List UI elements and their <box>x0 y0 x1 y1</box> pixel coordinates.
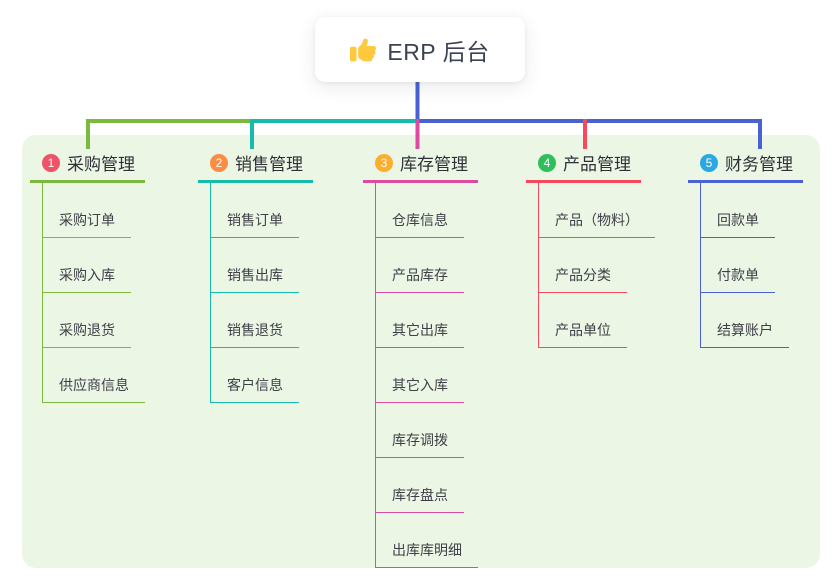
branch-number-badge: 4 <box>538 153 556 172</box>
child-label: 销售订单 <box>227 212 283 228</box>
branch-header[interactable]: 3 库存管理 <box>363 150 478 183</box>
branch-3: 3 库存管理仓库信息产品库存其它出库其它入库库存调拨库存盘点出库库明细 <box>363 150 478 568</box>
child-label: 库存调拨 <box>392 432 448 448</box>
child-label: 仓库信息 <box>392 212 448 228</box>
child-label: 采购订单 <box>59 212 115 228</box>
child-label: 采购入库 <box>59 267 115 283</box>
branch-title: 库存管理 <box>400 155 468 174</box>
child-label: 出库库明细 <box>392 542 462 558</box>
child-item[interactable]: 产品单位 <box>539 293 627 348</box>
child-label: 采购退货 <box>59 322 115 338</box>
child-item[interactable]: 其它出库 <box>376 293 464 348</box>
child-item[interactable]: 采购退货 <box>43 293 131 348</box>
branch-number-badge: 3 <box>375 153 393 172</box>
child-item[interactable]: 付款单 <box>701 238 775 293</box>
branch-4: 4 产品管理产品（物料） 产品分类产品单位 <box>526 150 655 348</box>
child-item[interactable]: 客户信息 <box>211 348 299 403</box>
child-item[interactable]: 其它入库 <box>376 348 464 403</box>
branch-header[interactable]: 4 产品管理 <box>526 150 641 183</box>
child-item[interactable]: 采购入库 <box>43 238 131 293</box>
child-label: 客户信息 <box>227 377 283 393</box>
child-item[interactable]: 仓库信息 <box>376 183 464 238</box>
child-label: 付款单 <box>717 267 759 283</box>
child-label: 产品（物料） <box>555 212 639 228</box>
branch-number-badge: 1 <box>42 153 60 172</box>
child-item[interactable]: 回款单 <box>701 183 775 238</box>
children-list: 采购订单采购入库采购退货供应商信息 <box>42 183 145 403</box>
child-label: 其它入库 <box>392 377 448 393</box>
thumbs-up-icon <box>350 37 377 63</box>
child-label: 其它出库 <box>392 322 448 338</box>
child-item[interactable]: 库存调拨 <box>376 403 464 458</box>
child-item[interactable]: 库存盘点 <box>376 458 464 513</box>
children-list: 仓库信息产品库存其它出库其它入库库存调拨库存盘点出库库明细 <box>375 183 478 568</box>
branch-number-badge: 2 <box>210 153 228 172</box>
branch-5: 5 财务管理回款单付款单结算账户 <box>688 150 803 348</box>
child-label: 销售出库 <box>227 267 283 283</box>
branch-title: 产品管理 <box>563 155 631 174</box>
branch-title: 销售管理 <box>235 155 303 174</box>
child-label: 产品单位 <box>555 322 611 338</box>
root-node[interactable]: ERP 后台 <box>315 17 525 82</box>
child-item[interactable]: 出库库明细 <box>376 513 478 568</box>
branch-header[interactable]: 5 财务管理 <box>688 150 803 183</box>
branch-1: 1 采购管理采购订单采购入库采购退货供应商信息 <box>30 150 145 403</box>
child-item[interactable]: 采购订单 <box>43 183 131 238</box>
child-label: 回款单 <box>717 212 759 228</box>
branch-header[interactable]: 1 采购管理 <box>30 150 145 183</box>
root-title: ERP 后台 <box>387 38 490 65</box>
child-item[interactable]: 产品（物料） <box>539 183 655 238</box>
children-list: 产品（物料） 产品分类产品单位 <box>538 183 655 348</box>
panel-background <box>22 135 820 568</box>
child-label: 销售退货 <box>227 322 283 338</box>
branch-header[interactable]: 2 销售管理 <box>198 150 313 183</box>
child-item[interactable]: 销售出库 <box>211 238 299 293</box>
children-list: 销售订单销售出库销售退货客户信息 <box>210 183 299 403</box>
branch-title: 采购管理 <box>67 155 135 174</box>
child-item[interactable]: 供应商信息 <box>43 348 145 403</box>
branch-2: 2 销售管理销售订单销售出库销售退货客户信息 <box>198 150 313 403</box>
branch-number-badge: 5 <box>700 153 718 172</box>
child-item[interactable]: 结算账户 <box>701 293 789 348</box>
child-label: 产品分类 <box>555 267 611 283</box>
child-label: 库存盘点 <box>392 487 448 503</box>
child-item[interactable]: 销售订单 <box>211 183 299 238</box>
child-label: 产品库存 <box>392 267 448 283</box>
child-item[interactable]: 产品分类 <box>539 238 627 293</box>
child-item[interactable]: 销售退货 <box>211 293 299 348</box>
children-list: 回款单付款单结算账户 <box>700 183 789 348</box>
child-label: 供应商信息 <box>59 377 129 393</box>
child-label: 结算账户 <box>717 322 773 338</box>
branch-title: 财务管理 <box>725 155 793 174</box>
child-item[interactable]: 产品库存 <box>376 238 464 293</box>
